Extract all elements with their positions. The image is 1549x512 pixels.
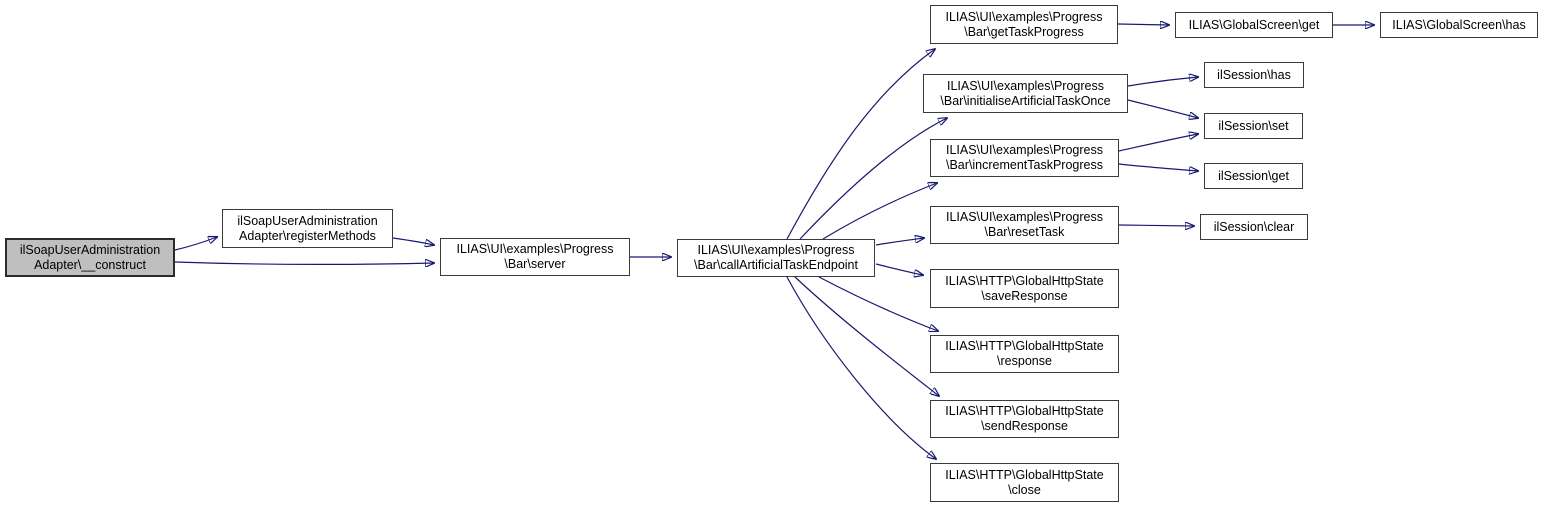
node-label-line: ILIAS\GlobalScreen\has (1392, 17, 1526, 32)
edge-call-artificial-task-endpoint-response (818, 276, 938, 331)
edge-get-task-progress-globalscreen-get (1117, 24, 1169, 25)
node-label-line: ILIAS\UI\examples\Progress (945, 143, 1103, 157)
node-server[interactable]: ILIAS\UI\examples\Progress \Bar\server (440, 238, 630, 276)
node-initialise-artificial-task-once[interactable]: ILIAS\UI\examples\Progress \Bar\initiali… (923, 74, 1128, 113)
node-increment-task-progress[interactable]: ILIAS\UI\examples\Progress \Bar\incremen… (930, 139, 1119, 177)
node-label-line: ilSoapUserAdministration (19, 242, 161, 257)
node-label-line: \sendResponse (981, 419, 1068, 433)
edge-increment-task-progress-ilsession-set (1118, 134, 1198, 152)
node-construct[interactable]: ilSoapUserAdministration Adapter\__const… (5, 238, 175, 277)
node-ilsession-clear[interactable]: ilSession\clear (1200, 214, 1308, 240)
node-label-line: ILIAS\UI\examples\Progress (456, 242, 614, 256)
edge-register-methods-server (392, 237, 434, 245)
edge-call-artificial-task-endpoint-initialise-artificial-task-once (799, 118, 947, 240)
node-label-line: Adapter\__construct (34, 257, 146, 272)
node-label-line: ILIAS\HTTP\GlobalHttpState (945, 273, 1104, 288)
edge-call-artificial-task-endpoint-increment-task-progress (822, 183, 937, 240)
node-label-line: ILIAS\HTTP\GlobalHttpState (945, 339, 1104, 353)
edge-construct-register-methods (174, 237, 217, 251)
edge-initialise-artificial-task-once-ilsession-has (1127, 77, 1198, 87)
node-label-line: ILIAS\HTTP\GlobalHttpState (945, 467, 1104, 482)
node-label-line: \Bar\callArtificialTaskEndpoint (694, 258, 858, 272)
node-save-response[interactable]: ILIAS\HTTP\GlobalHttpState \saveResponse (930, 269, 1119, 308)
node-call-artificial-task-endpoint[interactable]: ILIAS\UI\examples\Progress \Bar\callArti… (677, 239, 875, 277)
node-label-line: ilSoapUserAdministration (237, 213, 378, 228)
node-globalscreen-has[interactable]: ILIAS\GlobalScreen\has (1380, 12, 1538, 38)
node-label-line: ilSession\set (1218, 118, 1289, 133)
node-label-line: \saveResponse (981, 288, 1068, 303)
node-label-line: ILIAS\UI\examples\Progress (945, 9, 1103, 24)
node-register-methods[interactable]: ilSoapUserAdministration Adapter\registe… (222, 209, 393, 248)
edge-increment-task-progress-ilsession-get (1118, 163, 1198, 171)
edge-initialise-artificial-task-once-ilsession-set (1127, 99, 1198, 118)
node-label-line: ILIAS\UI\examples\Progress (946, 78, 1104, 93)
edge-call-artificial-task-endpoint-save-response (875, 263, 923, 275)
node-label-line: \Bar\server (504, 257, 566, 271)
node-send-response[interactable]: ILIAS\HTTP\GlobalHttpState \sendResponse (930, 400, 1119, 438)
node-label-line: ILIAS\UI\examples\Progress (697, 243, 855, 257)
node-globalscreen-get[interactable]: ILIAS\GlobalScreen\get (1175, 12, 1333, 38)
node-label-line: \Bar\incrementTaskProgress (945, 158, 1103, 172)
node-label-line: \Bar\initialiseArtificialTaskOnce (940, 93, 1111, 108)
node-label-line: ILIAS\UI\examples\Progress (945, 210, 1103, 224)
edge-call-artificial-task-endpoint-send-response (794, 276, 939, 396)
edge-reset-task-ilsession-clear (1118, 225, 1194, 226)
node-response[interactable]: ILIAS\HTTP\GlobalHttpState \response (930, 335, 1119, 373)
edge-call-artificial-task-endpoint-reset-task (875, 238, 924, 246)
node-label-line: ilSession\has (1217, 67, 1291, 82)
node-get-task-progress[interactable]: ILIAS\UI\examples\Progress \Bar\getTaskP… (930, 5, 1118, 44)
edge-construct-server (174, 262, 434, 264)
edge-call-artificial-task-endpoint-close (786, 276, 936, 459)
edge-call-artificial-task-endpoint-get-task-progress (786, 49, 935, 240)
node-label-line: ILIAS\GlobalScreen\get (1188, 17, 1320, 32)
node-label-line: \response (997, 354, 1052, 368)
node-label-line: ILIAS\HTTP\GlobalHttpState (945, 404, 1104, 418)
node-label-line: ilSession\clear (1213, 219, 1295, 234)
node-label-line: ilSession\get (1218, 168, 1289, 183)
node-ilsession-set[interactable]: ilSession\set (1204, 113, 1303, 139)
node-ilsession-get[interactable]: ilSession\get (1204, 163, 1303, 189)
node-label-line: \Bar\getTaskProgress (964, 24, 1084, 39)
node-label-line: Adapter\registerMethods (239, 228, 376, 243)
node-label-line: \Bar\resetTask (984, 225, 1065, 239)
node-close[interactable]: ILIAS\HTTP\GlobalHttpState \close (930, 463, 1119, 502)
node-label-line: \close (1008, 482, 1041, 497)
node-ilsession-has[interactable]: ilSession\has (1204, 62, 1304, 88)
node-reset-task[interactable]: ILIAS\UI\examples\Progress \Bar\resetTas… (930, 206, 1119, 244)
